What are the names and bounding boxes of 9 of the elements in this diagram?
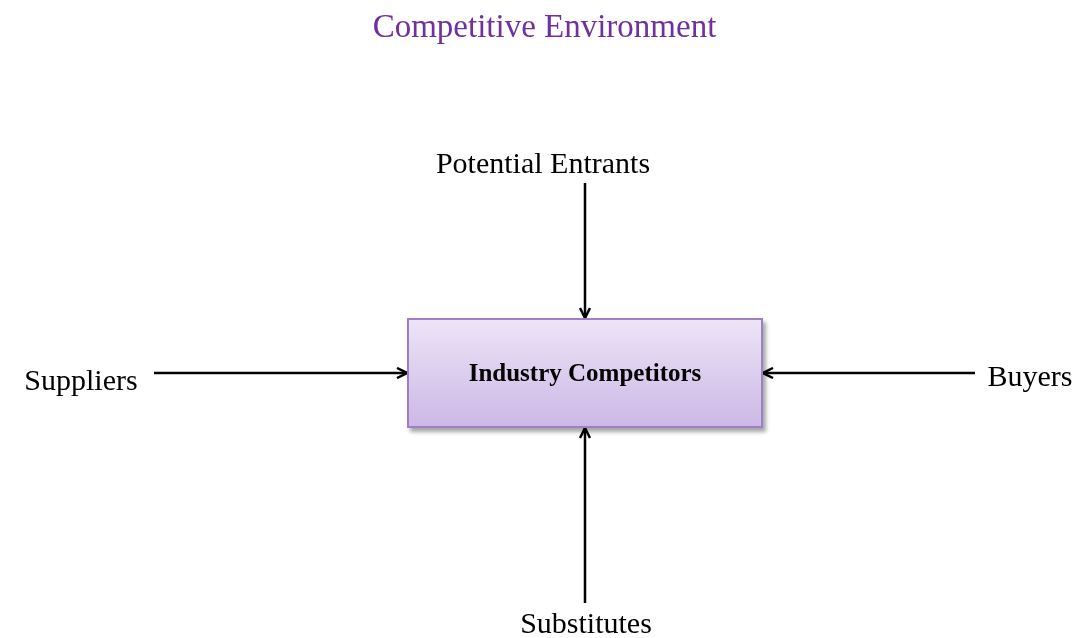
title: Competitive Environment xyxy=(371,8,718,45)
force-label: Potential Entrants xyxy=(408,143,678,183)
arrow xyxy=(578,426,592,603)
force-label: Substitutes xyxy=(500,603,672,638)
process-box: Industry Competitors xyxy=(407,318,763,428)
force-label: Buyers xyxy=(975,356,1085,396)
arrow xyxy=(154,366,409,380)
arrow xyxy=(578,183,592,320)
force-label: Suppliers xyxy=(8,360,154,400)
